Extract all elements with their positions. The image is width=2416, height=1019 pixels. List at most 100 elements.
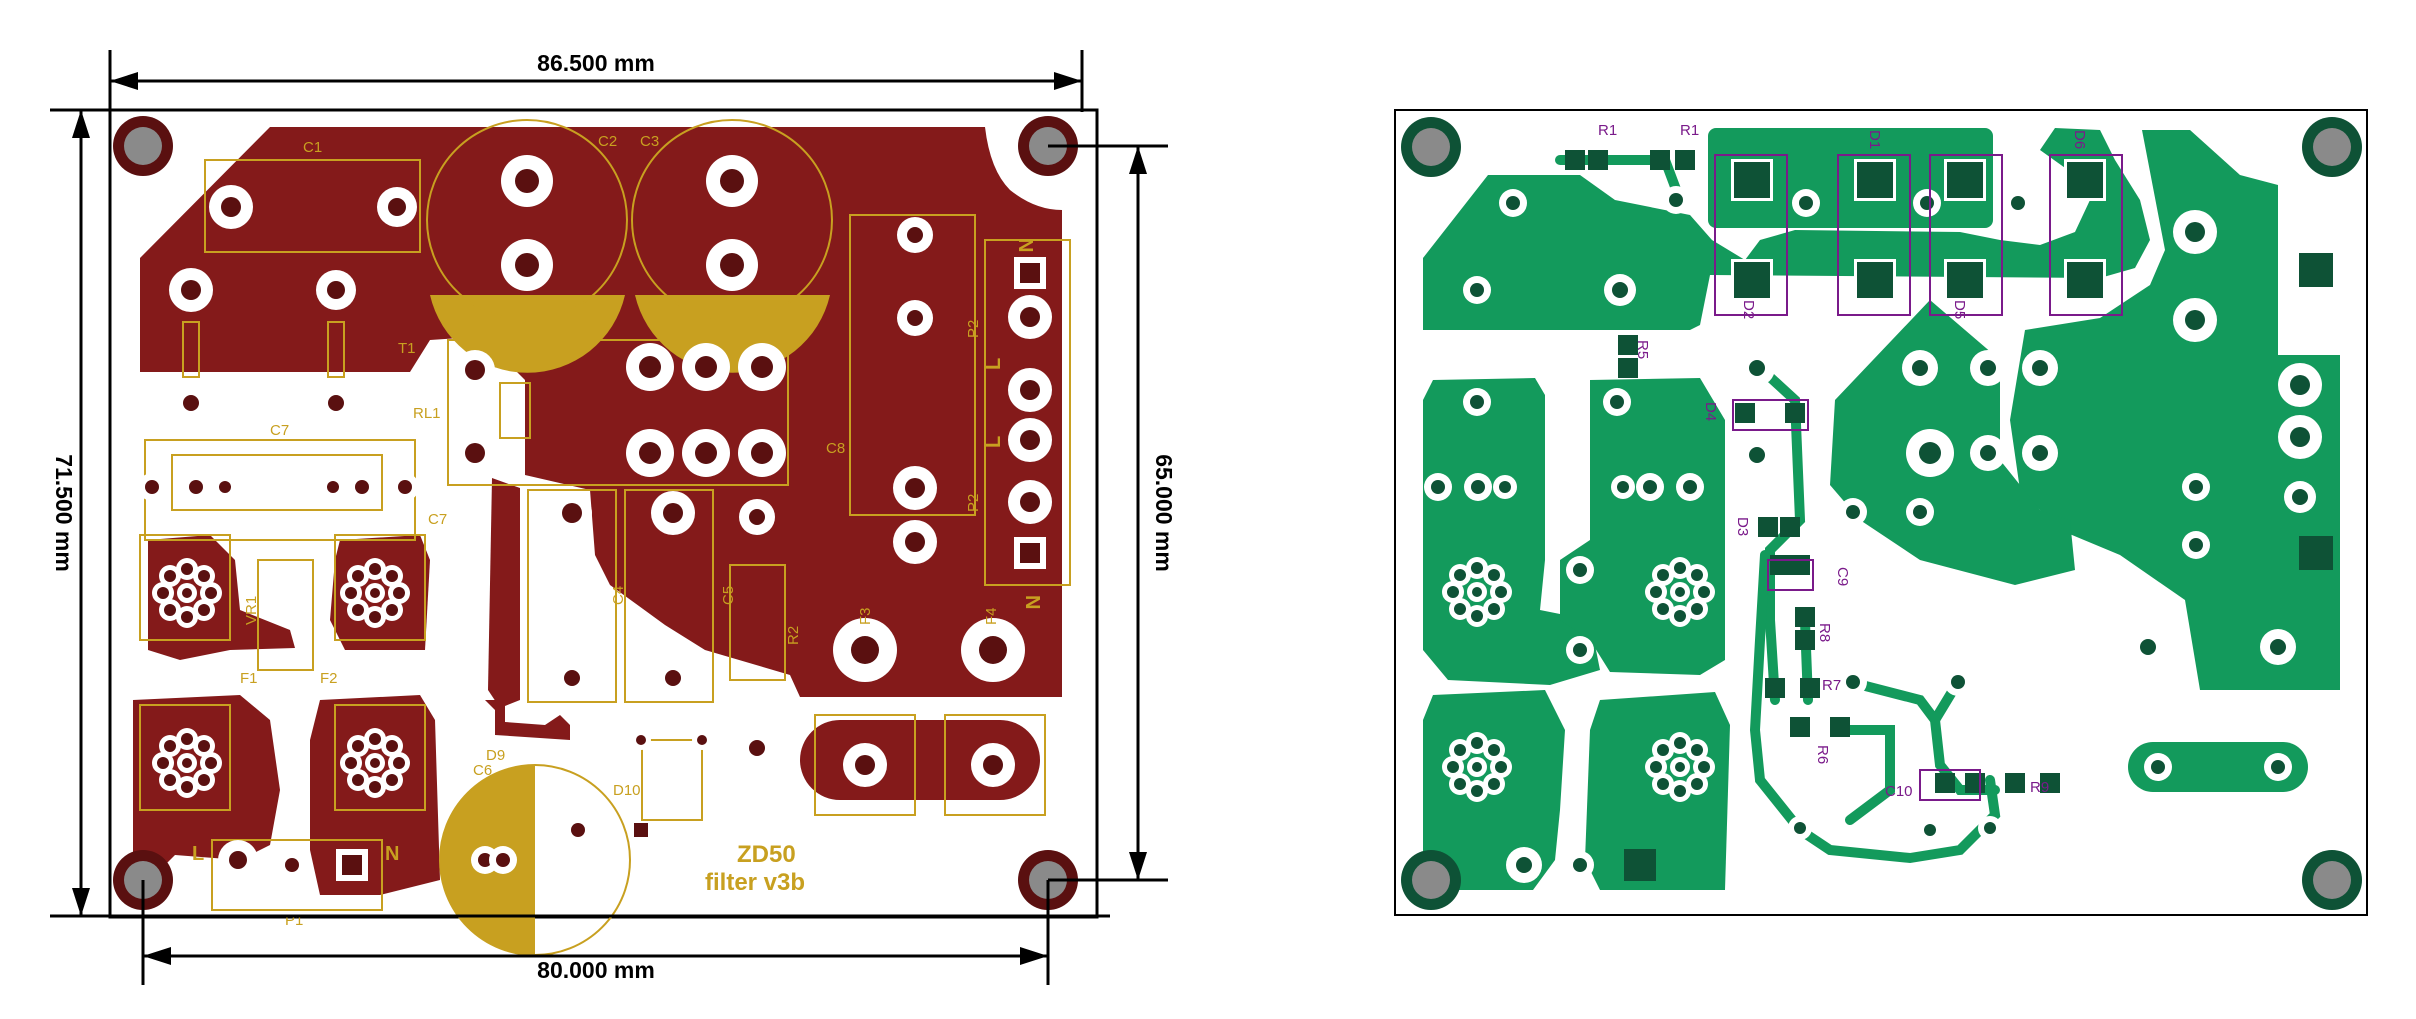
front-pad-8-drill <box>183 395 199 411</box>
arrow-top-left <box>110 72 138 90</box>
back-pad-36-drill <box>2270 639 2286 655</box>
back-smd-pad-4 <box>1618 335 1638 355</box>
front-pad-49-drill <box>496 853 510 867</box>
front-pad-38-drill <box>697 735 707 745</box>
front-pad-18-drill <box>907 227 923 243</box>
front-fuse-pad-1-5-drill <box>386 570 398 582</box>
f4-holder-outline <box>944 714 1046 816</box>
back-pad-16-drill <box>2032 445 2048 461</box>
back-smd-pad-20 <box>2005 773 2025 793</box>
back-pad-15-drill <box>2032 360 2048 376</box>
dimension-lines <box>50 50 1168 985</box>
trace-bottom-loop <box>1749 550 2001 864</box>
front-pad-42-drill <box>983 755 1003 775</box>
arrow-bottom-left <box>143 947 171 965</box>
label-d6: D6 <box>2071 130 2088 149</box>
front-pad-45-drill <box>1020 430 1040 450</box>
back-diode-pad-3 <box>1857 262 1893 298</box>
front-pad-47-drill <box>229 851 247 869</box>
back-pad-14-drill <box>1980 445 1996 461</box>
back-pad-18-drill <box>2290 427 2310 447</box>
back-smd-pad-17 <box>1830 717 1850 737</box>
back-diode-pad-5 <box>1947 262 1983 298</box>
back-fuse-pad-3-5-drill <box>1691 744 1703 756</box>
front-pin-labels: N N L L L N <box>192 238 1043 865</box>
back-fuse-pad-2-2-drill <box>1447 761 1459 773</box>
front-pad-15-drill <box>639 442 661 464</box>
front-pad-28-drill <box>562 503 582 523</box>
label-f4: F4 <box>983 607 1000 625</box>
back-fuse-pad-0-3-drill <box>1495 586 1507 598</box>
back-right-pour <box>2010 130 2340 690</box>
label-c4: C4 <box>610 586 627 605</box>
back-smd-pad-15 <box>1800 678 1820 698</box>
front-pad-33-drill <box>749 740 765 756</box>
front-fuse-pad-1-7-drill <box>386 604 398 616</box>
dim-left-label: 71.500 mm <box>51 454 77 572</box>
t1-coil-a <box>182 321 200 378</box>
c1-outline <box>204 159 421 253</box>
back-fuse-bar <box>2128 742 2308 792</box>
p1-outline <box>211 839 383 911</box>
c2-outline <box>426 119 628 321</box>
back-fuse-pad-2-1-drill <box>1471 785 1483 797</box>
back-pad-42-drill <box>2151 760 2165 774</box>
back-smd-pad-6 <box>1735 403 1755 423</box>
front-pad-26-drill <box>355 480 369 494</box>
front-pad-37-drill <box>636 735 646 745</box>
front-pad-40-drill <box>979 636 1007 664</box>
back-diode-pad-4 <box>1947 162 1983 198</box>
front-board: C1 C2 C3 T1 C7 C7 RL1 C8 P2 P2 C4 C5 R2 … <box>108 108 1099 956</box>
front-pads <box>138 155 1052 881</box>
t1-coil-b <box>327 321 345 378</box>
front-pad-19-drill <box>907 310 923 326</box>
back-board: R1 R1 D1 D6 D2 D5 R5 D4 D3 C9 R8 R7 R6 C… <box>1394 109 2368 916</box>
back-pad-24-drill <box>1617 481 1629 493</box>
front-pad-4-drill <box>720 169 744 193</box>
front-fuse-pad-3-0-drill <box>369 733 381 745</box>
back-fuse-pad-0-5-drill <box>1488 569 1500 581</box>
front-pad-1-drill <box>388 198 406 216</box>
back-diode-pad-0 <box>1734 162 1770 198</box>
label-c7b: C7 <box>428 511 447 528</box>
label-t1: T1 <box>398 340 416 357</box>
back-fuse-center-0-drill <box>1472 587 1482 597</box>
front-fuse-center-2-drill <box>182 758 192 768</box>
back-conn-sq-bottom <box>2299 536 2333 570</box>
back-pad-6-drill <box>2185 222 2205 242</box>
front-fuse-pad-3-6-drill <box>352 774 364 786</box>
label-p2a: P2 <box>965 320 982 338</box>
arrow-right-bottom <box>1129 852 1147 880</box>
front-fuse-pad-0-6-drill <box>164 604 176 616</box>
front-pad-16-drill <box>695 442 717 464</box>
back-pad-44-drill <box>1669 193 1683 207</box>
back-diode-pad-6 <box>2067 162 2103 198</box>
label-r1a: R1 <box>1598 122 1617 139</box>
back-smd-pad-0 <box>1565 150 1585 170</box>
c9-outline <box>1767 559 1814 591</box>
c7-inner-outline <box>171 454 383 511</box>
front-pad-48-drill <box>285 858 299 872</box>
back-pad-27-drill <box>1573 563 1587 577</box>
back-fuse-pad-3-0-drill <box>1674 737 1686 749</box>
back-top-pour <box>1423 128 2150 330</box>
front-pad-25-drill <box>327 481 339 493</box>
label-d3: D3 <box>1734 517 1751 536</box>
back-pad-3-drill <box>1799 196 1813 210</box>
dimension-labels: 86.500 mm 71.500 mm 65.000 mm 80.000 mm <box>51 50 1177 983</box>
back-fuse-pad-1-0-drill <box>1674 562 1686 574</box>
front-pad-10-drill <box>465 360 485 380</box>
c4a-outline <box>527 489 617 703</box>
label-c2: C2 <box>598 133 617 150</box>
back-smd-pad-5 <box>1618 358 1638 378</box>
back-fuse-pad-2-0-drill <box>1471 737 1483 749</box>
front-pad-p2-sq1-inner <box>1020 263 1040 283</box>
back-pad-25-drill <box>1643 480 1657 494</box>
back-fuse-center-1-drill <box>1675 587 1685 597</box>
front-pad-14-drill <box>751 356 773 378</box>
back-pad-11-drill <box>1912 360 1928 376</box>
front-fuse-pad-0-1-drill <box>181 611 193 623</box>
label-n-p1: N <box>385 843 399 865</box>
d2-outline <box>1837 154 1911 316</box>
